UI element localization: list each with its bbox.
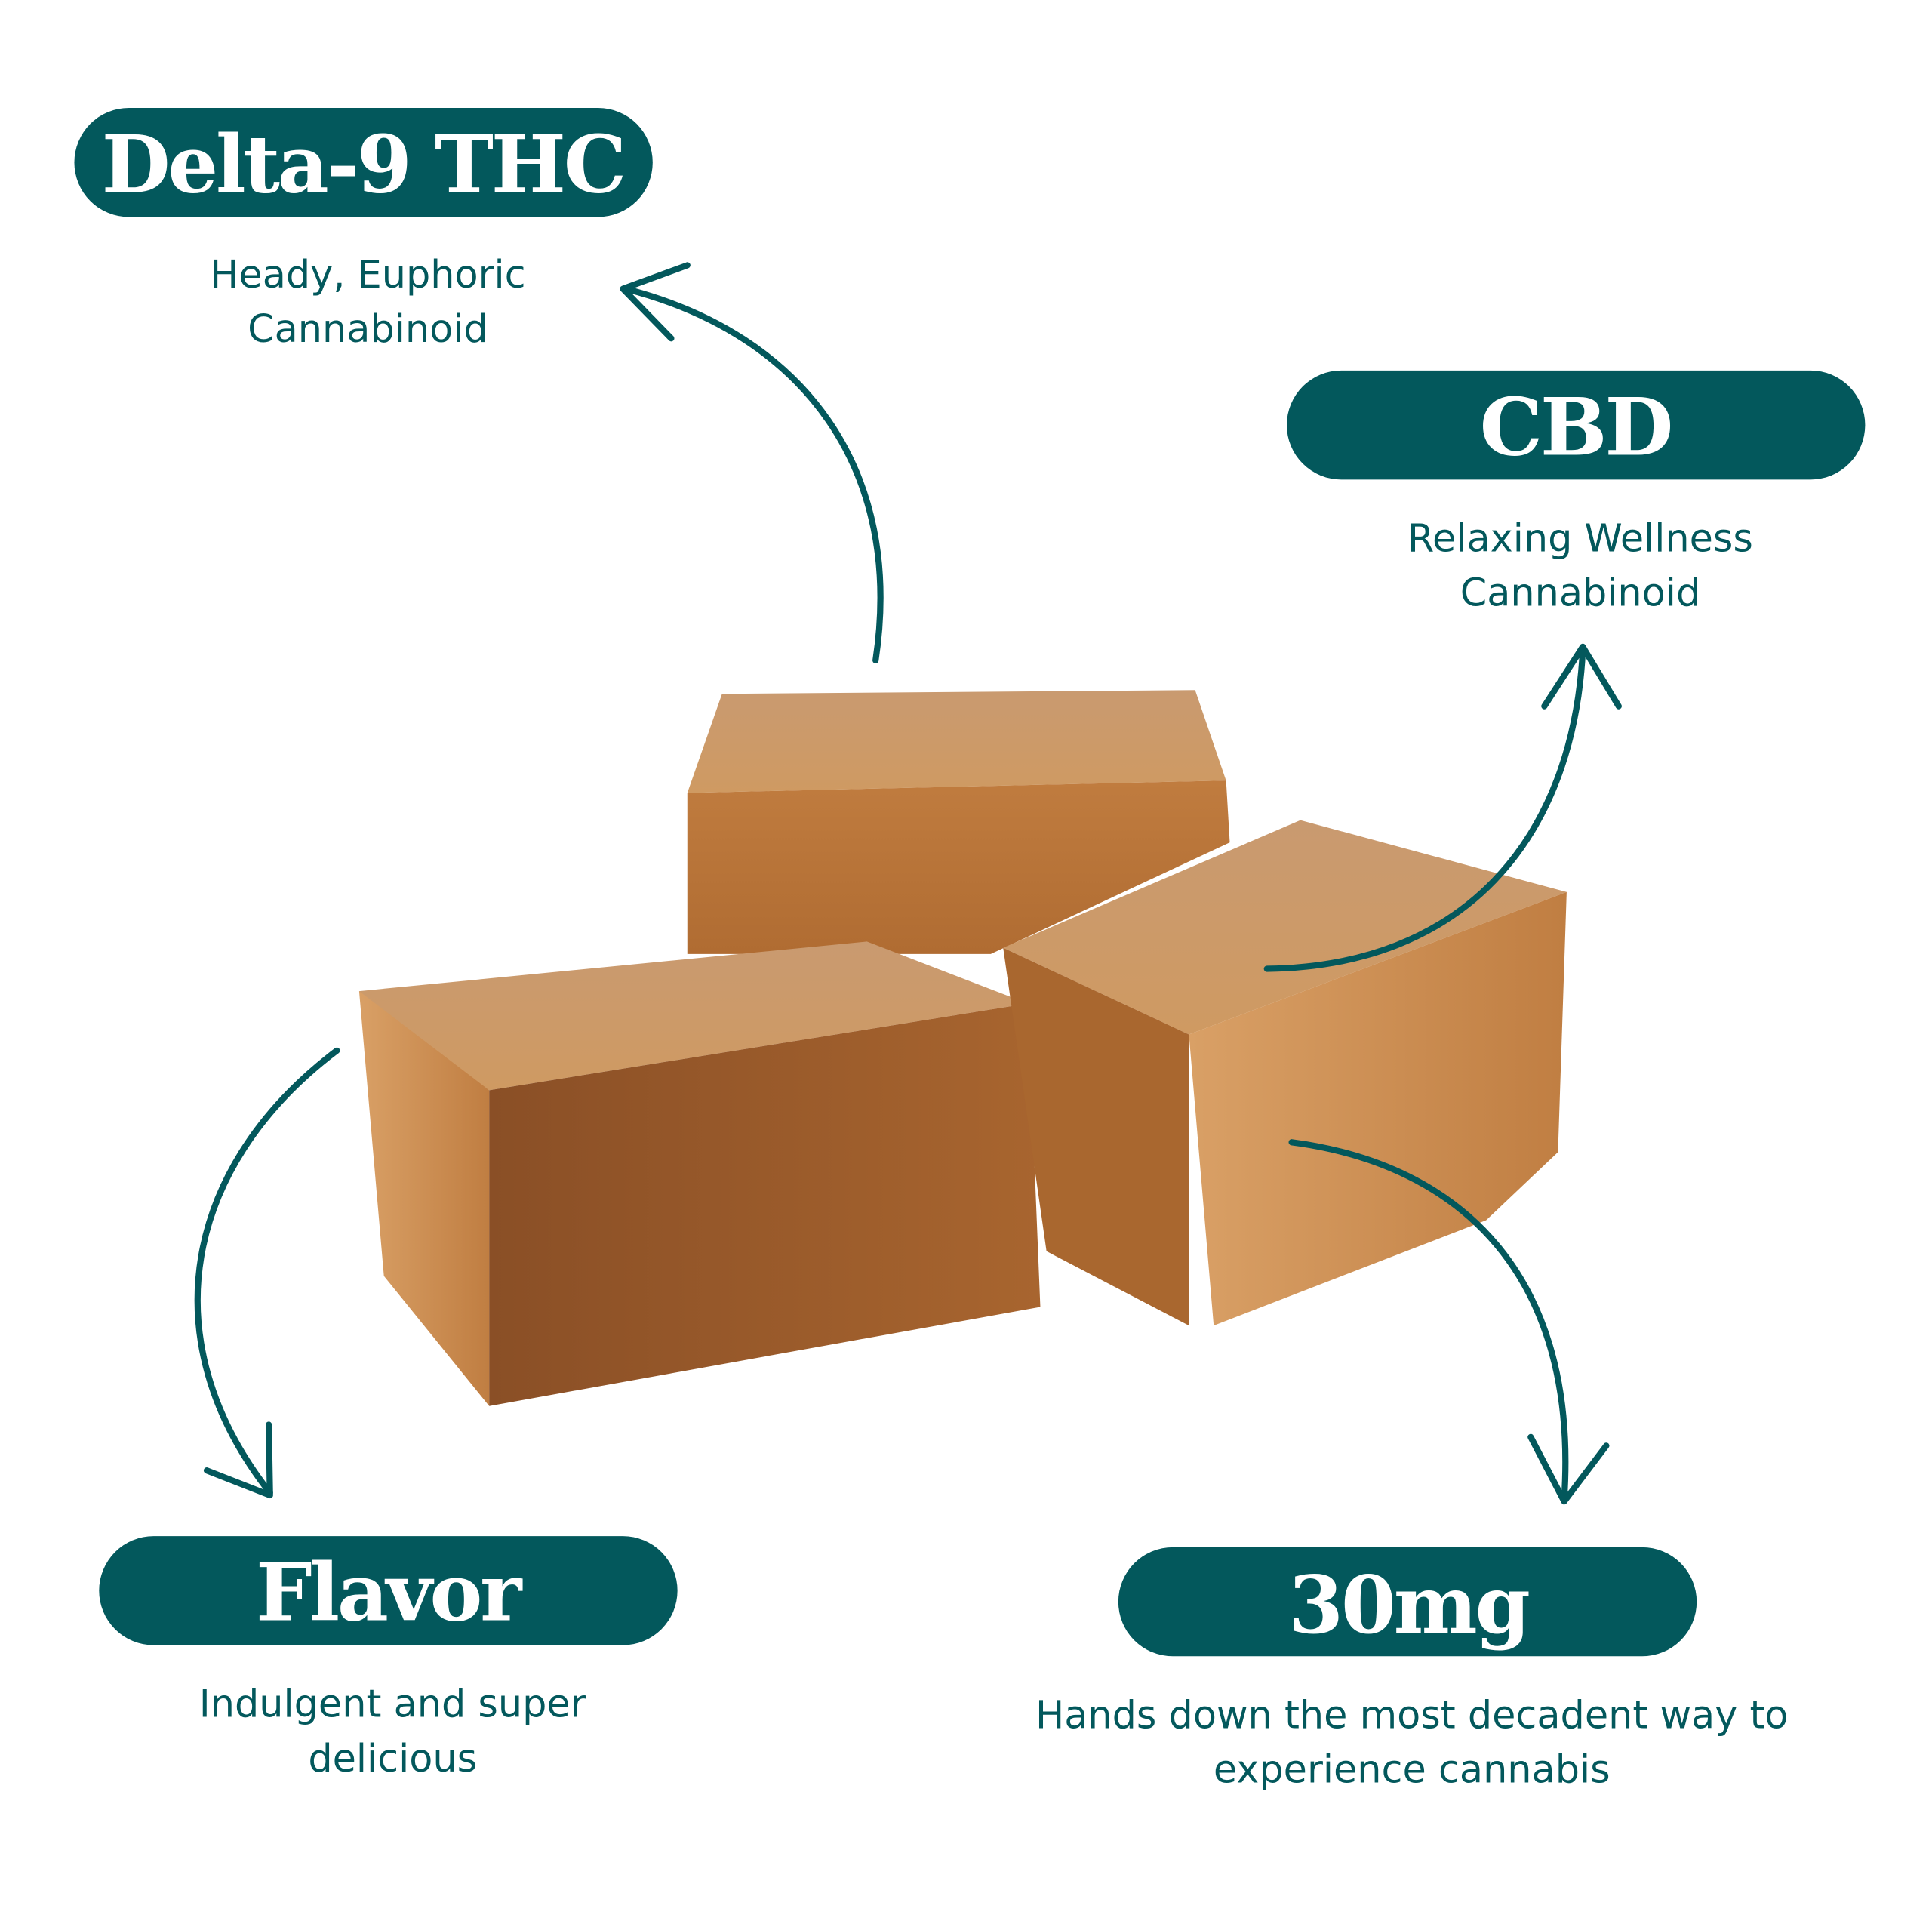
flavor-desc-line1: Indulgent and super [199,1682,586,1726]
dose-pill [1118,1547,1697,1657]
dose-desc-line1: Hands down the most decadent way to [1035,1692,1789,1737]
cbd-title: CBD [1480,380,1672,474]
flavor-title: Flavor [256,1546,523,1639]
cbd-desc-line1: Relaxing Wellness [1407,516,1753,561]
flavor-desc-line2: delicious [308,1736,477,1781]
feature-delta9: Delta-9 THC Heady, Euphoric Cannabinoid [74,108,653,351]
feature-cbd: CBD Relaxing Wellness Cannabinoid [1287,370,1866,615]
feature-dose: 30mg Hands down the most decadent way to… [1035,1547,1789,1792]
arrow-to-delta9 [620,262,884,664]
caramel-back [687,690,1230,954]
delta9-desc-line2: Cannabinoid [248,306,488,351]
dose-desc-line2: experience cannabis [1214,1747,1611,1792]
dose-title: 30mg [1288,1558,1528,1652]
arrow-to-flavor [194,1047,340,1499]
arrow-to-30mg [1288,1139,1610,1505]
cbd-pill [1287,370,1866,480]
feature-flavor: Flavor Indulgent and super delicious [99,1536,678,1781]
cbd-desc-line2: Cannabinoid [1460,571,1701,615]
delta9-pill [74,108,653,217]
flavor-pill [99,1536,678,1645]
caramel-left [358,941,1041,1406]
arrow-to-cbd [1263,643,1622,972]
delta9-title: Delta-9 THC [102,118,624,211]
delta9-desc-line1: Heady, Euphoric [210,252,525,297]
